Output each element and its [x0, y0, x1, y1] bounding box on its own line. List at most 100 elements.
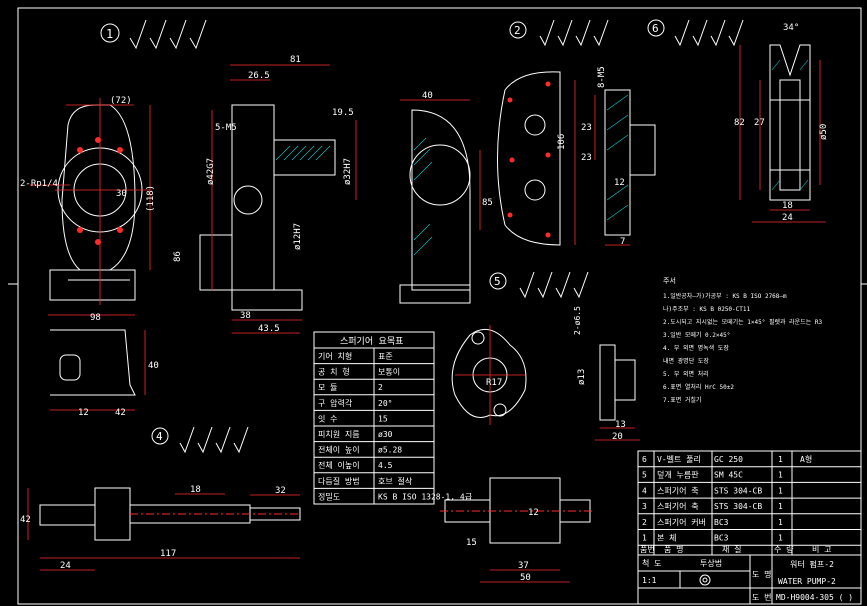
view-6-balloon [647, 19, 665, 37]
view-1-bolt-holes [77, 137, 123, 245]
dim-106: 106 [557, 134, 567, 150]
notes-line: 5. 부 외면 처리 [663, 370, 709, 378]
dim-19-5: 19.5 [332, 108, 354, 118]
dim-rp: 2-Rp1/4 [20, 179, 58, 189]
projection-label: 투상법 [700, 558, 722, 568]
dim-20: 20 [612, 432, 623, 442]
notes-line: 4. 부 외면 명녹색 도장 [663, 344, 729, 352]
notes-line: 1.일반공차—가)가공부 : KS B ISO 2768—m [663, 292, 787, 300]
view-1-balloon [100, 23, 120, 43]
dim-m5: 5-M5 [215, 123, 237, 133]
gear-row-value: 표준 [378, 352, 393, 361]
view-2-front-outline [497, 71, 561, 246]
view-1-roughness-symbols [129, 19, 207, 50]
view-2-balloon [509, 21, 527, 39]
notes-line: 2.도시되고 지시없는 모떼기는 1×45° 필렛과 라운드는 R3 [663, 318, 822, 326]
notes-line: 7.표면 거칠기 [663, 396, 701, 404]
dim-12-v4: 12 [528, 508, 539, 518]
part-material: STS 304-CB [714, 502, 762, 511]
dim-117: 117 [160, 549, 176, 559]
drawing-border [17, 7, 862, 605]
dim-30: 30 [116, 189, 127, 199]
part-qty: 1 [778, 486, 783, 495]
view-6-number: 6 [652, 22, 659, 35]
dim-85: 85 [482, 198, 493, 208]
header-material: 재 질 [722, 545, 742, 554]
part-qty: 1 [778, 455, 783, 464]
gear-row-label: 정밀도 [318, 491, 340, 501]
gear-row-label: 모 듈 [318, 383, 338, 392]
dim-72: (72) [110, 96, 132, 106]
dim-18-v4: 18 [190, 485, 201, 495]
part-qty: 1 [778, 502, 783, 511]
header-no: 품번 [640, 545, 655, 554]
view-2-dims [574, 80, 630, 246]
part-material: BC3 [714, 534, 729, 543]
view-1-right-outline [399, 109, 471, 304]
dim-86: 86 [173, 251, 183, 262]
view-5-balloon [489, 272, 507, 290]
gear-row-label: 피치원 지름 [318, 430, 360, 439]
gear-row-label: 잇 수 [318, 413, 338, 423]
title-label: 도 명 [752, 569, 772, 579]
title-block: 척 도 투상법 1:1 도 명 워터 펌프-2 WATER PUMP-2 도 번… [638, 555, 861, 604]
dim-r17: R17 [486, 378, 502, 388]
header-note: 비 고 [812, 545, 832, 554]
dim-15: 15 [466, 538, 477, 548]
view-1-bracket-dims [50, 330, 146, 411]
dim-phi32h7: ø32H7 [343, 158, 353, 185]
part-material: BC3 [714, 518, 729, 527]
notes-line: 내면 광명단 도장 [663, 357, 709, 365]
part-name: 스퍼기어 축 [657, 485, 699, 495]
notes-line: 6.표면 열처리 HrC 50±2 [663, 383, 734, 391]
dim-37: 37 [518, 561, 529, 571]
dim-18: 18 [782, 201, 793, 211]
dim-81: 81 [290, 55, 301, 65]
gear-table-title: 스퍼기어 요목표 [340, 336, 403, 347]
dim-118: (118) [146, 185, 156, 212]
scale-label: 척 도 [642, 559, 662, 568]
gear-row-value: 보통이 [378, 367, 400, 377]
part-qty: 1 [778, 471, 783, 480]
dim-m5-v2: 8-M5 [597, 66, 607, 88]
view-2-hatch [606, 94, 629, 221]
dim-32: 32 [275, 486, 286, 496]
notes-line: 3.일반 모떼기 0.2×45° [663, 331, 730, 339]
view-6-pulley: 6 34° 82 27 18 24 ø50 [647, 19, 829, 223]
dim-12-v2: 12 [614, 178, 625, 188]
gear-row-value: 20° [378, 399, 392, 408]
view-2-holes [507, 81, 551, 238]
gear-row-label: 전체 이높이 [318, 460, 360, 470]
view-2-side-outline [604, 89, 656, 236]
gear-row-value: 호브 절삭 [378, 476, 413, 486]
dim-24: 24 [782, 213, 793, 223]
dim-27: 27 [754, 118, 765, 128]
part-material: SM 45C [714, 471, 743, 480]
gear-row-value: 2 [378, 383, 383, 392]
scale-value: 1:1 [642, 576, 657, 585]
view-5-gland-plate: 5 R17 2-ø6.5 13 20 ø13 [451, 271, 640, 442]
view-5-number: 5 [494, 275, 501, 288]
dim-phi13: ø13 [577, 369, 587, 385]
dim-42-v4: 42 [20, 515, 31, 525]
view-4-gear-shaft [440, 477, 595, 544]
view-4-roughness-symbols [179, 426, 249, 454]
drawing-no: MD-H9004-305 ( ) [776, 593, 853, 602]
header-qty: 수 량 [774, 544, 794, 554]
gear-row-value: ø5.28 [378, 446, 402, 455]
gear-row-value: ø30 [378, 430, 393, 439]
view-1-right-dims [400, 99, 481, 230]
view-1-bracket [50, 329, 136, 396]
dim-phi50: ø50 [819, 124, 829, 140]
part-no: 6 [642, 455, 647, 464]
part-no: 4 [642, 486, 647, 495]
dim-23a: 23 [581, 123, 592, 133]
view-2-cover: 2 23 23 106 [497, 19, 656, 247]
view-6-outline [769, 44, 811, 201]
part-no: 5 [642, 471, 647, 480]
view-1-left-dims [30, 98, 151, 316]
view-2-roughness-symbols [539, 19, 609, 47]
gear-row-value: KS B ISO 1328-1, 4급 [378, 492, 472, 501]
view-1-number: 1 [106, 27, 113, 41]
